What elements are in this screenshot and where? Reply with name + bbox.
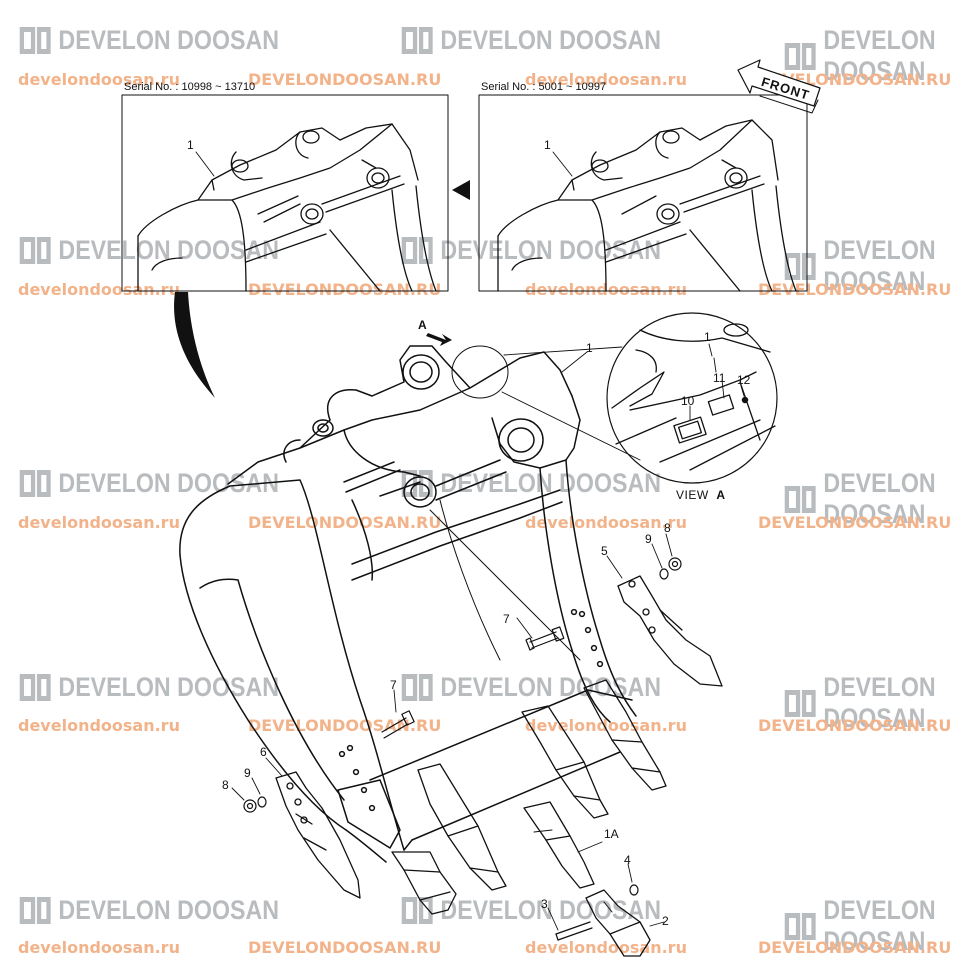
callout-view-10: 10 [681,394,695,408]
watermark-site: DEVELONDOOSAN.RU [248,716,442,735]
watermark-site: develondoosan.ru [18,280,180,299]
nut-right [668,557,682,571]
develon-logo-icon [18,895,52,926]
watermark-brand: DEVELON DOOSAN [18,895,279,926]
watermark-brand: DEVELON DOOSAN [400,235,661,266]
watermark-brand: DEVELON DOOSAN [400,468,661,499]
develon-logo-icon [18,25,52,56]
develon-logo-icon [783,484,817,515]
callout-shroud-5: 5 [601,544,608,558]
pin-exploded [555,921,593,941]
view-a-detail [606,312,778,484]
watermark-brand: DEVELON DOOSAN [783,25,952,87]
watermark-site: develondoosan.ru [525,70,687,89]
lock-exploded [629,884,639,896]
callout-shroud-6: 6 [260,745,267,759]
develon-logo-icon [783,251,817,282]
front-arrow-icon [737,59,821,107]
side-shroud-right [617,575,723,687]
view-a-arrow-icon [426,333,452,346]
develon-logo-icon [18,468,52,499]
inset-left-frame [121,94,449,292]
callout-washer-9-right: 9 [645,532,652,546]
watermark-brand: DEVELON DOOSAN [400,672,661,703]
develon-logo-icon [18,672,52,703]
washer-left [257,796,267,808]
inset-right-frame [478,94,808,292]
develon-logo-icon [783,688,817,719]
callout-view-11: 11 [713,371,726,385]
view-a-label: VIEW A [676,488,726,502]
inset-left-serial: Serial No. : 10998 ~ 13710 [124,81,256,93]
callout-bolt-7-left: 7 [390,678,397,692]
callout-inset-left-1: 1 [187,138,194,152]
view-a-arrow-letter: A [418,318,427,332]
callout-adapter-1A: 1A [604,827,619,841]
watermark-site: DEVELONDOOSAN.RU [248,938,442,957]
washer-right [659,568,669,580]
callout-bolt-7-right: 7 [503,612,510,626]
view-a-target-circle [451,345,509,399]
watermark-brand: DEVELON DOOSAN [400,25,661,56]
callout-view-12: 12 [737,373,751,387]
callout-bucket-1: 1 [586,341,593,355]
watermark-site: develondoosan.ru [18,716,180,735]
watermark-site: DEVELONDOOSAN.RU [758,716,952,735]
watermark-site: develondoosan.ru [525,716,687,735]
watermark-site: develondoosan.ru [525,513,687,532]
develon-logo-icon [783,41,817,72]
watermark-brand: DEVELON DOOSAN [783,895,952,957]
bolt-right [525,626,565,651]
nut-left [243,799,257,813]
watermark-site: DEVELONDOOSAN.RU [758,513,952,532]
callout-inset-right-1: 1 [544,138,551,152]
callout-lock-4: 4 [624,853,631,867]
develon-logo-icon [400,672,434,703]
inset-left-bucket [137,123,437,292]
callout-view-1: 1 [704,330,711,344]
develon-logo-icon [783,911,817,942]
callout-nut-8-right: 8 [664,521,671,535]
watermark-brand: DEVELON DOOSAN [783,672,952,734]
watermark-site: develondoosan.ru [18,938,180,957]
callout-tooth-2: 2 [662,914,669,928]
watermark-brand: DEVELON DOOSAN [783,235,952,297]
callout-pin-3: 3 [541,897,548,911]
watermark-site: DEVELONDOOSAN.RU [758,280,952,299]
watermark-site: develondoosan.ru [18,70,180,89]
watermark-site: DEVELONDOOSAN.RU [248,280,442,299]
watermark-site: DEVELONDOOSAN.RU [758,938,952,957]
watermark-brand: DEVELON DOOSAN [18,672,279,703]
callout-washer-9-left: 9 [244,766,251,780]
bolt-left [381,710,415,739]
develon-logo-icon [18,235,52,266]
inset-right-bucket [497,119,797,292]
inset-arrow-icon [452,180,470,200]
inset-right-serial: Serial No. : 5001 ~ 10997 [481,81,607,93]
tooth-exploded [585,889,651,957]
callout-nut-8-left: 8 [222,778,229,792]
watermark-site: DEVELONDOOSAN.RU [248,513,442,532]
watermark-brand: DEVELON DOOSAN [783,468,952,530]
main-bucket [179,345,637,863]
watermark-site: DEVELONDOOSAN.RU [248,70,442,89]
develon-logo-icon [400,235,434,266]
side-shroud-left [275,771,361,899]
leader-lines [195,151,713,931]
watermark-brand: DEVELON DOOSAN [18,25,279,56]
bucket-teeth [391,679,667,915]
watermark-site: develondoosan.ru [525,938,687,957]
develon-logo-icon [400,25,434,56]
inset-link-swoosh [174,292,215,398]
watermark-site: develondoosan.ru [18,513,180,532]
